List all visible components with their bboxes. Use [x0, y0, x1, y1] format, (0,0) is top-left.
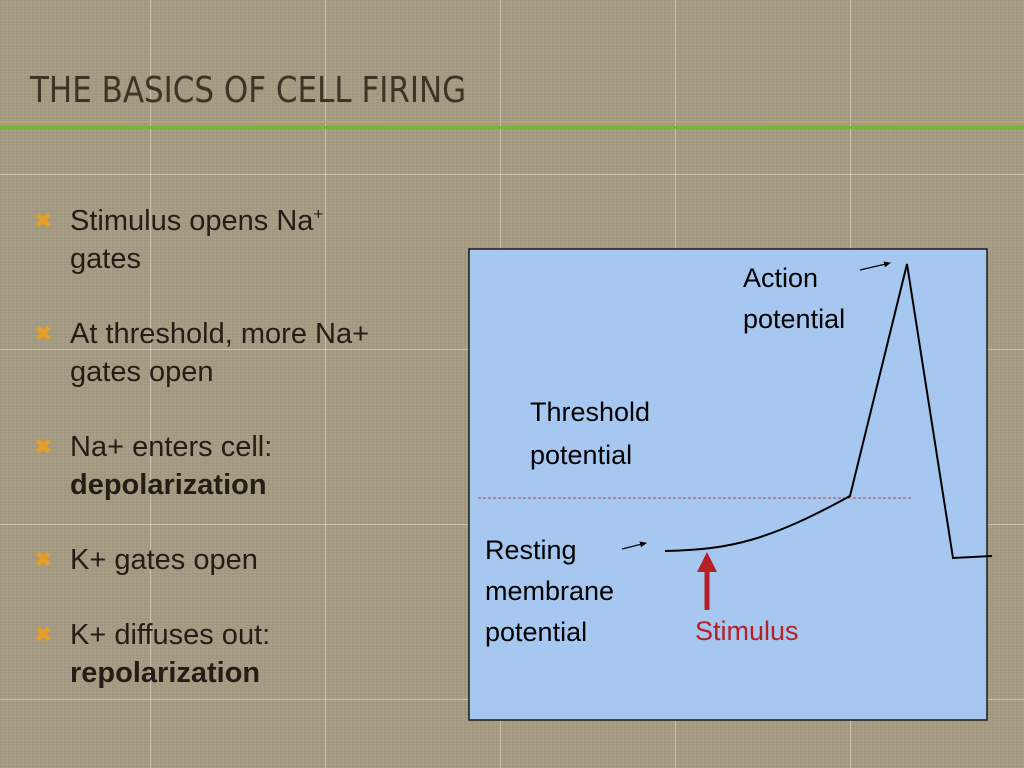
- bullet-item: ✖ K+ gates open: [34, 541, 434, 579]
- label-stimulus: Stimulus: [695, 616, 799, 646]
- membrane-potential-curve: [664, 263, 993, 560]
- x-mark-icon: ✖: [34, 547, 53, 572]
- bullet-text: Na+ enters cell:: [70, 431, 273, 463]
- x-mark-icon: ✖: [34, 434, 53, 459]
- resting-potential-pointer-arrow: [621, 541, 647, 550]
- bullet-text: K+ diffuses out:: [70, 619, 271, 651]
- stimulus-arrow-head: [697, 552, 717, 572]
- bullet-item: ✖ K+ diffuses out: repolarization: [34, 616, 434, 692]
- x-mark-icon: ✖: [34, 208, 53, 233]
- bullet-text: At threshold, more Na+ gates open: [70, 318, 370, 388]
- label-threshold: Threshold: [530, 397, 650, 427]
- bullet-bold-term: depolarization: [70, 469, 267, 501]
- slide-title: THE BASICS OF CELL FIRING: [30, 70, 467, 111]
- label-membrane: membrane: [485, 576, 614, 606]
- label-action-potential: potential: [743, 304, 845, 334]
- title-rule-tan: [0, 121, 1024, 123]
- bullet-text: K+ gates open: [70, 544, 258, 576]
- label-resting-potential: potential: [485, 617, 587, 647]
- bullet-text: Stimulus opens Na: [70, 205, 314, 237]
- bullet-item: ✖ Stimulus opens Na+ gates: [34, 202, 434, 278]
- label-threshold-potential: potential: [530, 440, 632, 470]
- x-mark-icon: ✖: [34, 321, 53, 346]
- grid-line: [325, 0, 326, 768]
- bullet-list: ✖ Stimulus opens Na+ gates ✖ At threshol…: [34, 202, 434, 729]
- superscript-plus: +: [313, 204, 324, 224]
- grid-line: [0, 174, 1024, 175]
- x-mark-icon: ✖: [34, 622, 53, 647]
- label-action: Action: [743, 263, 818, 293]
- title-rule-green: [0, 126, 1024, 129]
- bullet-item: ✖ At threshold, more Na+ gates open: [34, 315, 434, 391]
- bullet-item: ✖ Na+ enters cell: depolarization: [34, 428, 434, 504]
- bullet-bold-term: repolarization: [70, 657, 261, 689]
- diagram-panel: [468, 248, 988, 721]
- action-potential-pointer-arrow: [859, 261, 891, 271]
- grid-line: [150, 0, 151, 768]
- label-resting: Resting: [485, 535, 577, 565]
- bullet-text-line2: gates: [70, 243, 141, 275]
